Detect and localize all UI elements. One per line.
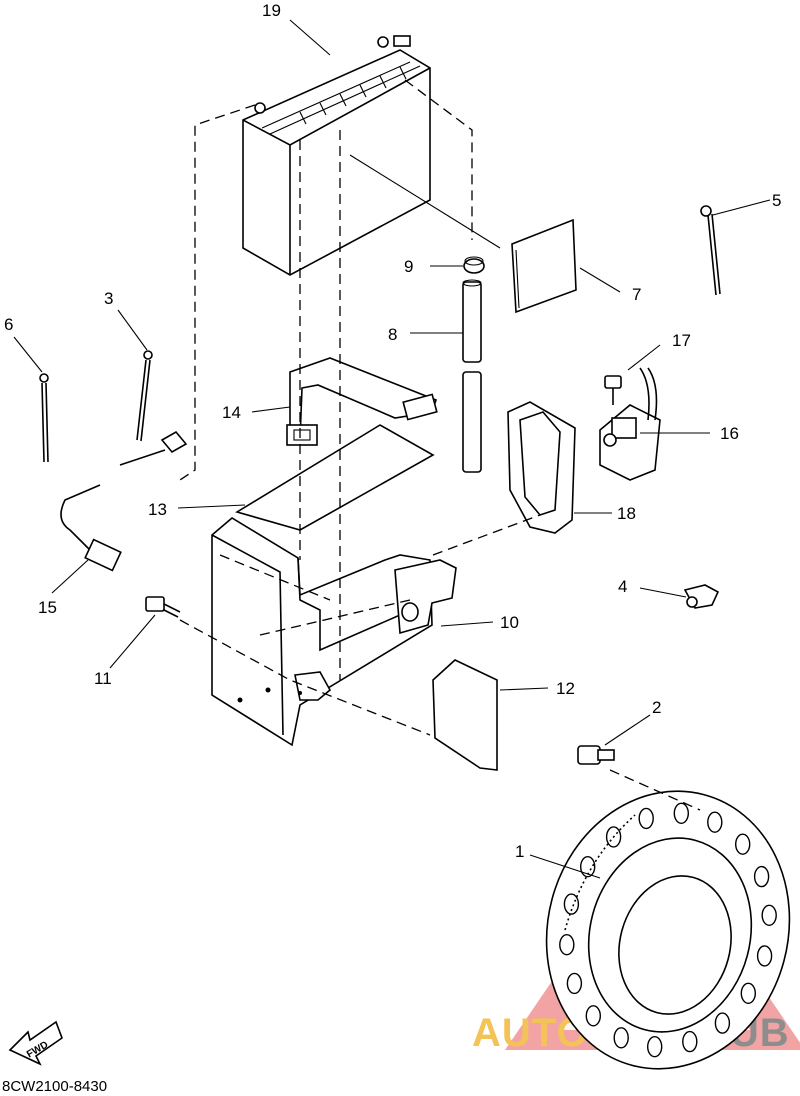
assembly-lines	[179, 79, 701, 811]
rotor-hole	[707, 811, 723, 833]
callout-9: 9	[404, 257, 413, 276]
starter-relay	[599, 367, 661, 481]
wire-lead	[60, 430, 188, 572]
callout-13: 13	[148, 500, 167, 519]
plate-12	[432, 659, 498, 771]
rubber-sheet	[235, 424, 435, 531]
callout-16: 16	[720, 424, 739, 443]
relay-bolt	[604, 375, 622, 405]
rotor-hole	[673, 802, 689, 824]
callout-3: 3	[104, 289, 113, 308]
pickup-rotor	[545, 790, 791, 1070]
breather-hose	[462, 279, 482, 473]
rotor-hole	[740, 982, 756, 1004]
rotor-hole	[682, 1030, 698, 1053]
callout-2: 2	[652, 698, 661, 717]
callout-14: 14	[222, 403, 241, 422]
battery-band	[286, 357, 438, 446]
leader-lines	[13, 19, 771, 879]
callout-10: 10	[500, 613, 519, 632]
clamp-4	[683, 584, 720, 609]
rotor-hole	[756, 945, 773, 967]
battery-damper	[511, 218, 577, 314]
callout-19: 19	[262, 1, 281, 20]
callout-18: 18	[617, 504, 636, 523]
callout-17: 17	[672, 331, 691, 350]
callout-12: 12	[556, 679, 575, 698]
rotor-hole	[761, 904, 777, 926]
breather-cap	[463, 256, 485, 274]
drawing-code: 8CW2100-8430	[2, 1078, 107, 1095]
rotor-hole	[559, 934, 575, 956]
callout-6: 6	[4, 315, 13, 334]
callout-8: 8	[388, 325, 397, 344]
callout-7: 7	[632, 285, 641, 304]
callout-5: 5	[772, 191, 781, 210]
rotor-hole	[753, 865, 770, 888]
bolt-11	[145, 596, 181, 618]
rotor-hole	[714, 1012, 731, 1034]
cable-tie-6	[39, 373, 49, 463]
rotor-hole	[566, 972, 583, 995]
callout-11: 11	[94, 669, 112, 688]
callout-1: 1	[515, 842, 524, 861]
cable-band-5	[700, 205, 721, 296]
cover-18	[507, 401, 576, 534]
rotor-hole	[735, 833, 751, 855]
callout-numbers: 1 2 3 4 5 6 7 8 9 10 11 12 13 14 15 16 1…	[4, 1, 781, 861]
rotor-hole	[647, 1035, 663, 1058]
battery-case	[211, 517, 457, 747]
bolt-2	[577, 745, 615, 765]
rotor-hole	[585, 1005, 601, 1027]
cable-tie-3	[136, 350, 153, 442]
callout-15: 15	[38, 598, 57, 617]
callout-4: 4	[618, 577, 627, 596]
rotor-hole	[580, 856, 596, 878]
battery	[242, 35, 431, 276]
rotor-hole	[563, 893, 580, 915]
fwd-arrow: FWD	[8, 1020, 63, 1066]
rotor-hole	[638, 807, 654, 830]
rotor-hole	[613, 1027, 629, 1049]
